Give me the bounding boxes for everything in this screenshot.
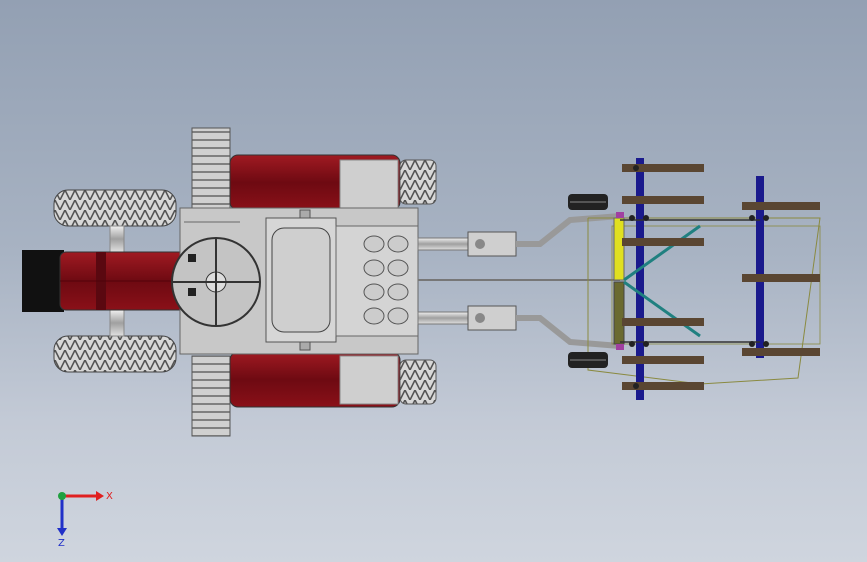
- front-tines: [622, 164, 704, 390]
- upper-hydraulic-arm: [417, 231, 517, 257]
- front-toolbar: [636, 158, 644, 400]
- front-right-wheel: [53, 335, 177, 373]
- right-fender: [229, 351, 437, 408]
- rear-tines: [742, 202, 820, 356]
- diagonal-brace-upper: [623, 224, 701, 282]
- dash-button-lower: [188, 288, 196, 296]
- operator-seat: [265, 209, 337, 351]
- rear-left-track: [191, 127, 231, 209]
- front-ballast: [22, 250, 64, 312]
- engine-block: [335, 225, 419, 337]
- steering-wheel[interactable]: [171, 237, 261, 327]
- purple-marker-upper: [616, 212, 624, 218]
- lower-hydraulic-arm: [417, 305, 517, 331]
- y-axis-dot: [58, 492, 66, 500]
- olive-crossbar: [613, 281, 625, 345]
- lower-hitch-link: [516, 315, 621, 349]
- clamp-bolts: [629, 165, 769, 389]
- left-fender: [229, 154, 437, 211]
- purple-marker-lower: [616, 344, 624, 350]
- upper-hitch-link: [516, 213, 621, 247]
- yellow-crossbar: [613, 217, 625, 281]
- cultivator-sketch-outline: [587, 217, 821, 385]
- diagonal-brace-lower: [623, 280, 701, 338]
- front-axle-lower: [109, 309, 125, 337]
- gauge-wheel-upper: [568, 194, 608, 210]
- x-axis-arrow: [62, 491, 104, 501]
- front-left-wheel: [53, 189, 177, 227]
- rear-right-track: [191, 355, 231, 437]
- x-axis-label: X: [106, 491, 113, 502]
- dash-button-upper: [188, 254, 196, 262]
- cultivator-sketch-rect: [611, 225, 821, 345]
- coordinate-triad[interactable]: X Z: [40, 478, 120, 548]
- gauge-wheel-lower: [568, 352, 608, 368]
- rear-toolbar: [756, 176, 764, 358]
- front-axle-upper: [109, 225, 125, 253]
- z-axis-label: Z: [58, 538, 65, 548]
- z-axis-arrow: [57, 496, 67, 536]
- tractor-hood: [59, 251, 191, 311]
